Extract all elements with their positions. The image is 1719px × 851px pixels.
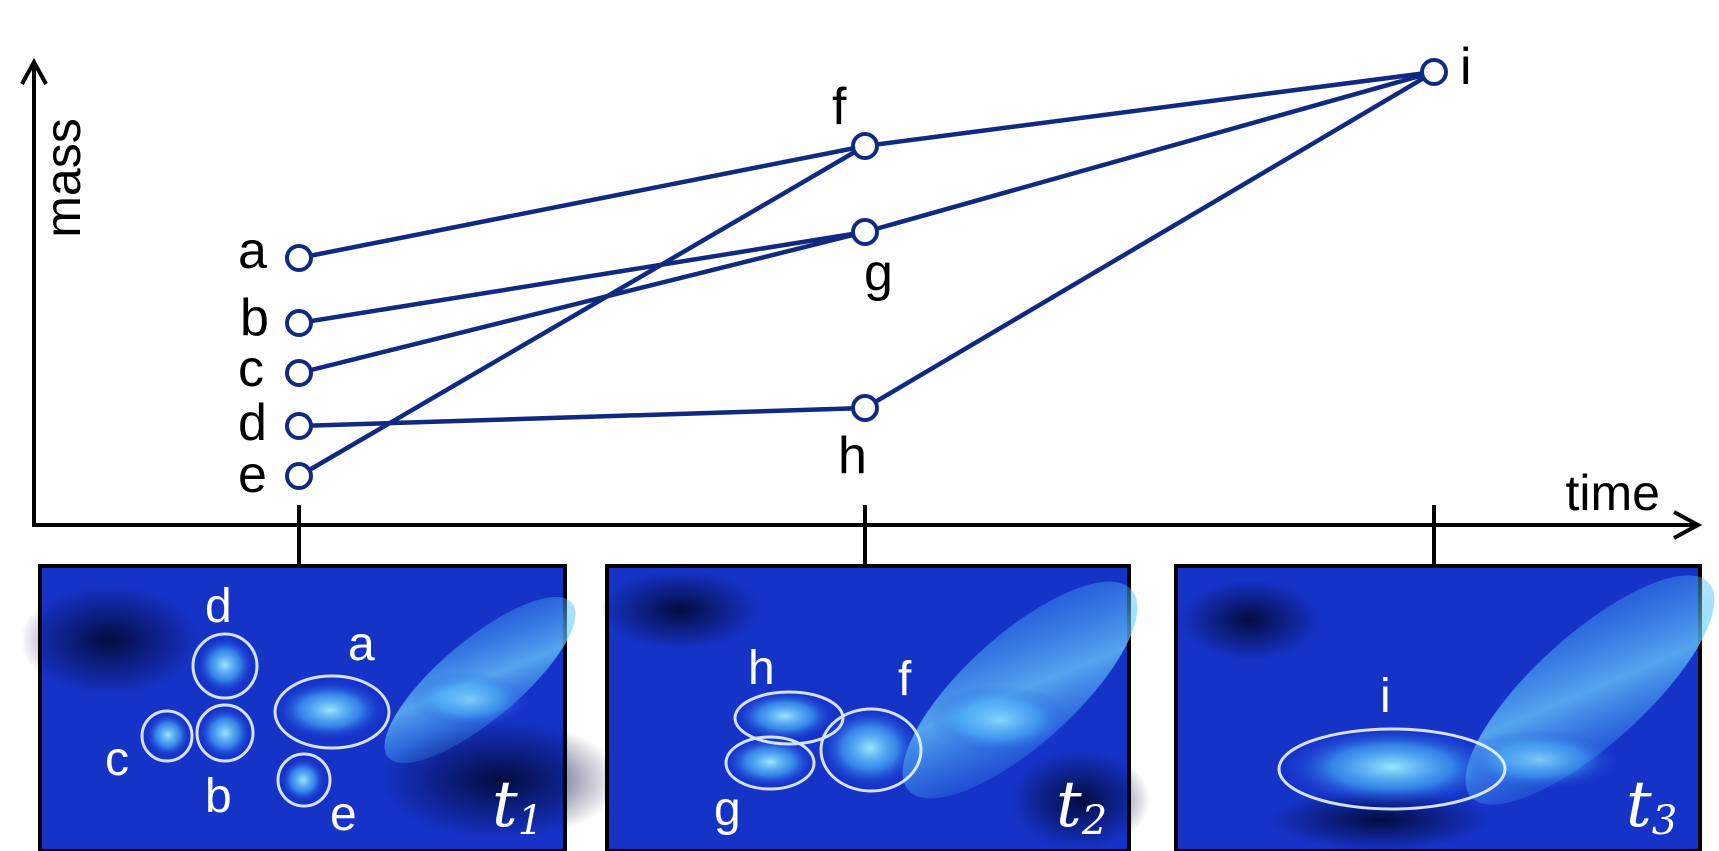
y-axis-arrowhead	[20, 57, 48, 85]
region-e	[276, 752, 332, 808]
node-i	[1420, 58, 1448, 86]
y-axis-label: mass	[35, 118, 91, 237]
node-h	[851, 394, 879, 422]
node-d	[285, 412, 313, 440]
node-e	[285, 462, 313, 490]
region-f	[819, 707, 923, 793]
node-label-h: h	[838, 427, 867, 485]
node-label-i: i	[1460, 38, 1472, 96]
edge-b-g	[298, 229, 866, 326]
x-axis-label: time	[1566, 465, 1660, 521]
edge-d-h	[298, 405, 866, 429]
region-c	[140, 709, 194, 763]
panel-label-f: f	[898, 653, 912, 706]
panel-label-d: d	[205, 580, 232, 633]
region-a	[273, 674, 391, 750]
region-g	[724, 735, 816, 791]
node-label-g: g	[864, 244, 893, 302]
panel-label-i: i	[1380, 670, 1391, 723]
panel-t3: i t3	[1174, 564, 1715, 851]
panel-label-b: b	[205, 770, 232, 823]
node-b	[285, 309, 313, 337]
panel-time-t2: t2	[1056, 768, 1107, 844]
region-i	[1277, 727, 1507, 811]
node-g	[851, 218, 879, 246]
edge-h-i	[863, 70, 1436, 410]
edge-c-g	[298, 229, 866, 376]
node-label-e: e	[238, 446, 267, 504]
panel-label-g: g	[714, 783, 741, 836]
panel-label-e: e	[330, 788, 357, 841]
region-h	[733, 690, 845, 746]
panel-t2: h f g t2	[600, 564, 1150, 851]
edge-a-f	[298, 143, 866, 261]
node-label-c: c	[238, 340, 264, 398]
node-c	[285, 359, 313, 387]
panel-t1: d a c b e t1	[20, 564, 620, 851]
axes: mass time	[20, 57, 1703, 565]
panel-label-h: h	[748, 642, 775, 695]
node-f	[851, 132, 879, 160]
panel-label-a: a	[348, 618, 375, 671]
merger-edges	[297, 69, 1436, 478]
panel-time-t3: t3	[1626, 768, 1677, 844]
node-label-b: b	[240, 289, 269, 347]
region-d	[191, 632, 259, 700]
panel-label-c: c	[105, 733, 129, 786]
node-label-f: f	[832, 78, 847, 136]
node-label-a: a	[238, 222, 267, 280]
edge-g-i	[864, 69, 1435, 235]
x-axis-arrowhead	[1673, 510, 1703, 540]
region-b	[195, 703, 255, 763]
node-a	[285, 244, 313, 272]
node-label-d: d	[238, 394, 267, 452]
panel-time-t1: t1	[492, 768, 543, 844]
edge-f-i	[864, 69, 1435, 149]
